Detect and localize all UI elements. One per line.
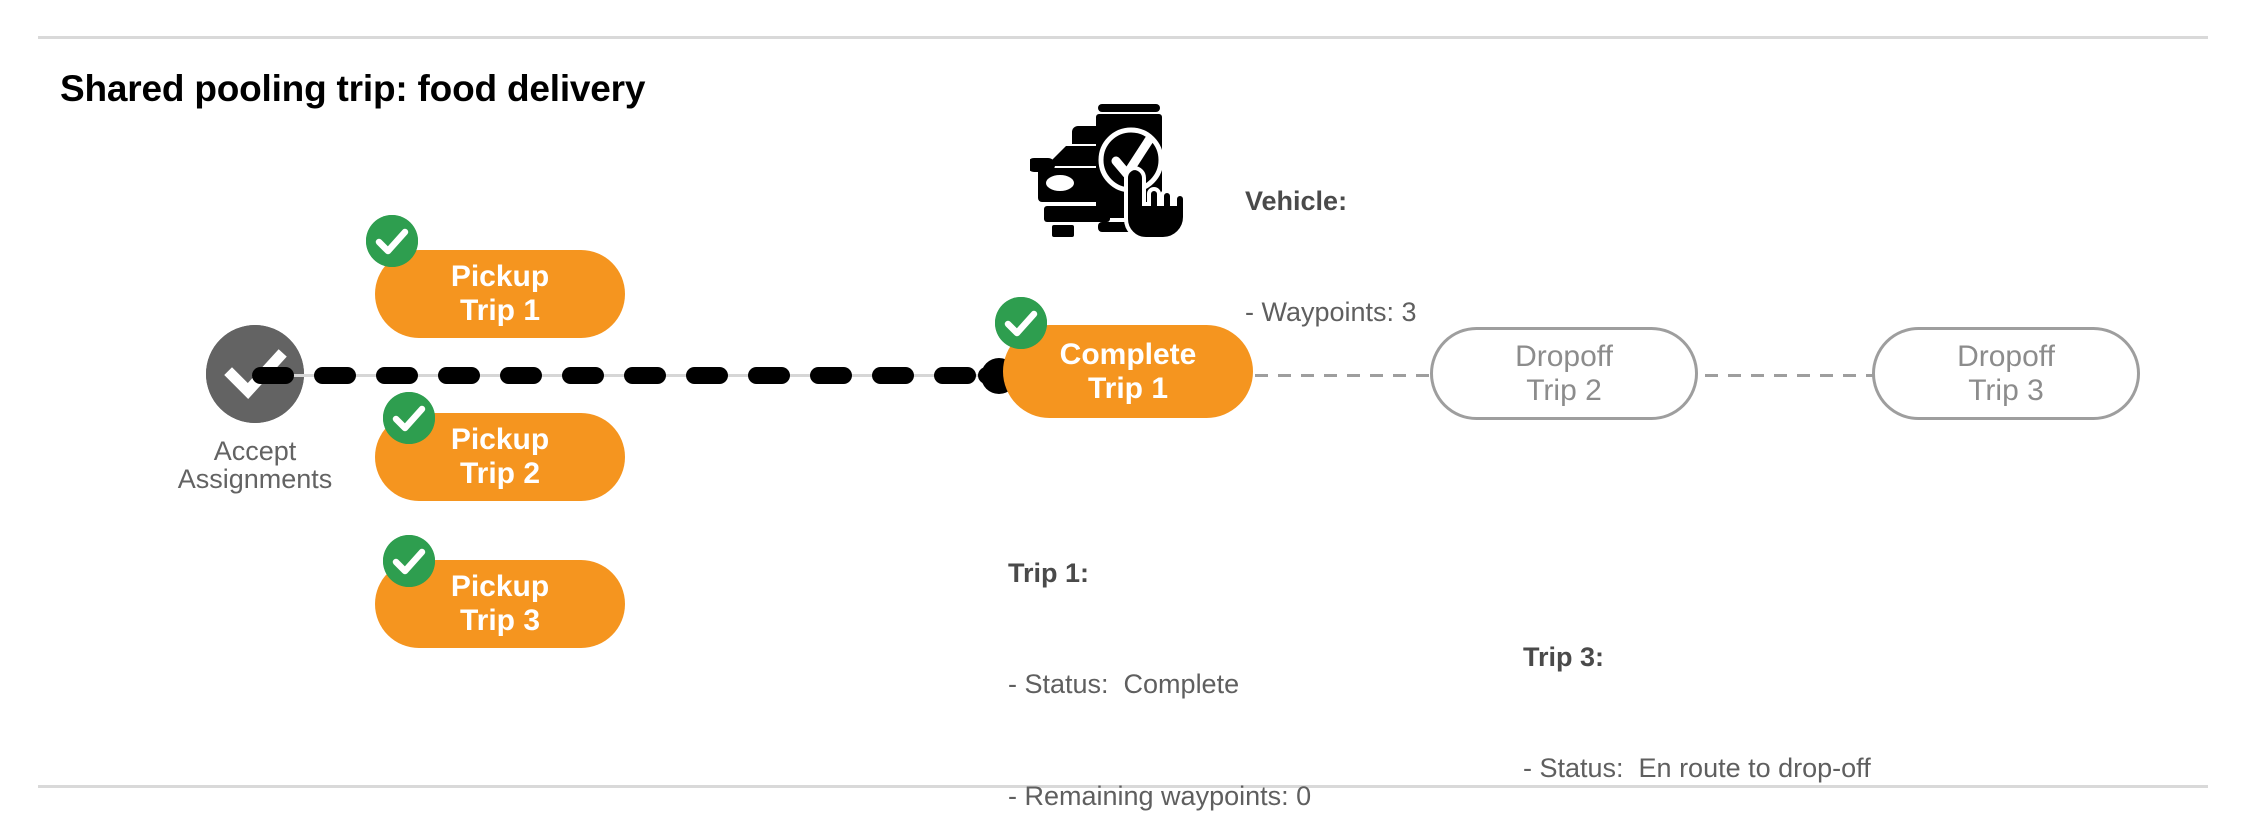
vehicle-info-block: Vehicle: - Waypoints: 3 [1245, 108, 1417, 406]
trip-3-heading: Trip 3: [1523, 641, 1605, 672]
dropoff-trip-3-pill[interactable]: Dropoff Trip 3 [1872, 327, 2140, 420]
complete-trip-1-pill[interactable]: Complete Trip 1 [1003, 325, 1253, 418]
dropoff-trip-2-pill[interactable]: Dropoff Trip 2 [1430, 327, 1698, 420]
bottom-divider [38, 785, 2208, 788]
pickup-trip-1-pill[interactable]: Pickup Trip 1 [375, 250, 625, 338]
trip-1-heading: Trip 1: [1008, 557, 1090, 588]
vehicle-phone-check-icon [1027, 82, 1190, 241]
top-divider [38, 36, 2208, 39]
connector-dropoff2-to-dropoff3 [1705, 366, 1900, 386]
pickup-trip-2-pill[interactable]: Pickup Trip 2 [375, 413, 625, 501]
connector-base-line [252, 374, 992, 377]
trip-details-right-column: Trip 3: - Status: En route to drop-off -… [1523, 564, 1871, 825]
page-title: Shared pooling trip: food delivery [60, 68, 646, 109]
check-badge-icon [383, 535, 435, 587]
vehicle-waypoints-line: - Waypoints: 3 [1245, 297, 1417, 328]
connector-accept-to-complete [252, 367, 1000, 384]
trip-3-status: - Status: En route to drop-off [1523, 753, 1871, 784]
trip-details-left-column: Trip 1: - Status: Complete - Remaining w… [1008, 480, 1356, 825]
check-badge-icon [995, 297, 1047, 349]
check-badge-icon [383, 392, 435, 444]
check-circle-icon [206, 325, 304, 423]
vehicle-info-heading: Vehicle: [1245, 185, 1348, 216]
connector-complete1-to-dropoff2 [1255, 374, 1453, 377]
trip-1-status: - Status: Complete [1008, 669, 1240, 700]
trip-1-waypoints: - Remaining waypoints: 0 [1008, 781, 1312, 811]
accept-assignments-node[interactable]: Accept Assignments [155, 325, 355, 494]
accept-assignments-label: Accept Assignments [177, 436, 333, 495]
check-badge-icon [366, 215, 418, 267]
